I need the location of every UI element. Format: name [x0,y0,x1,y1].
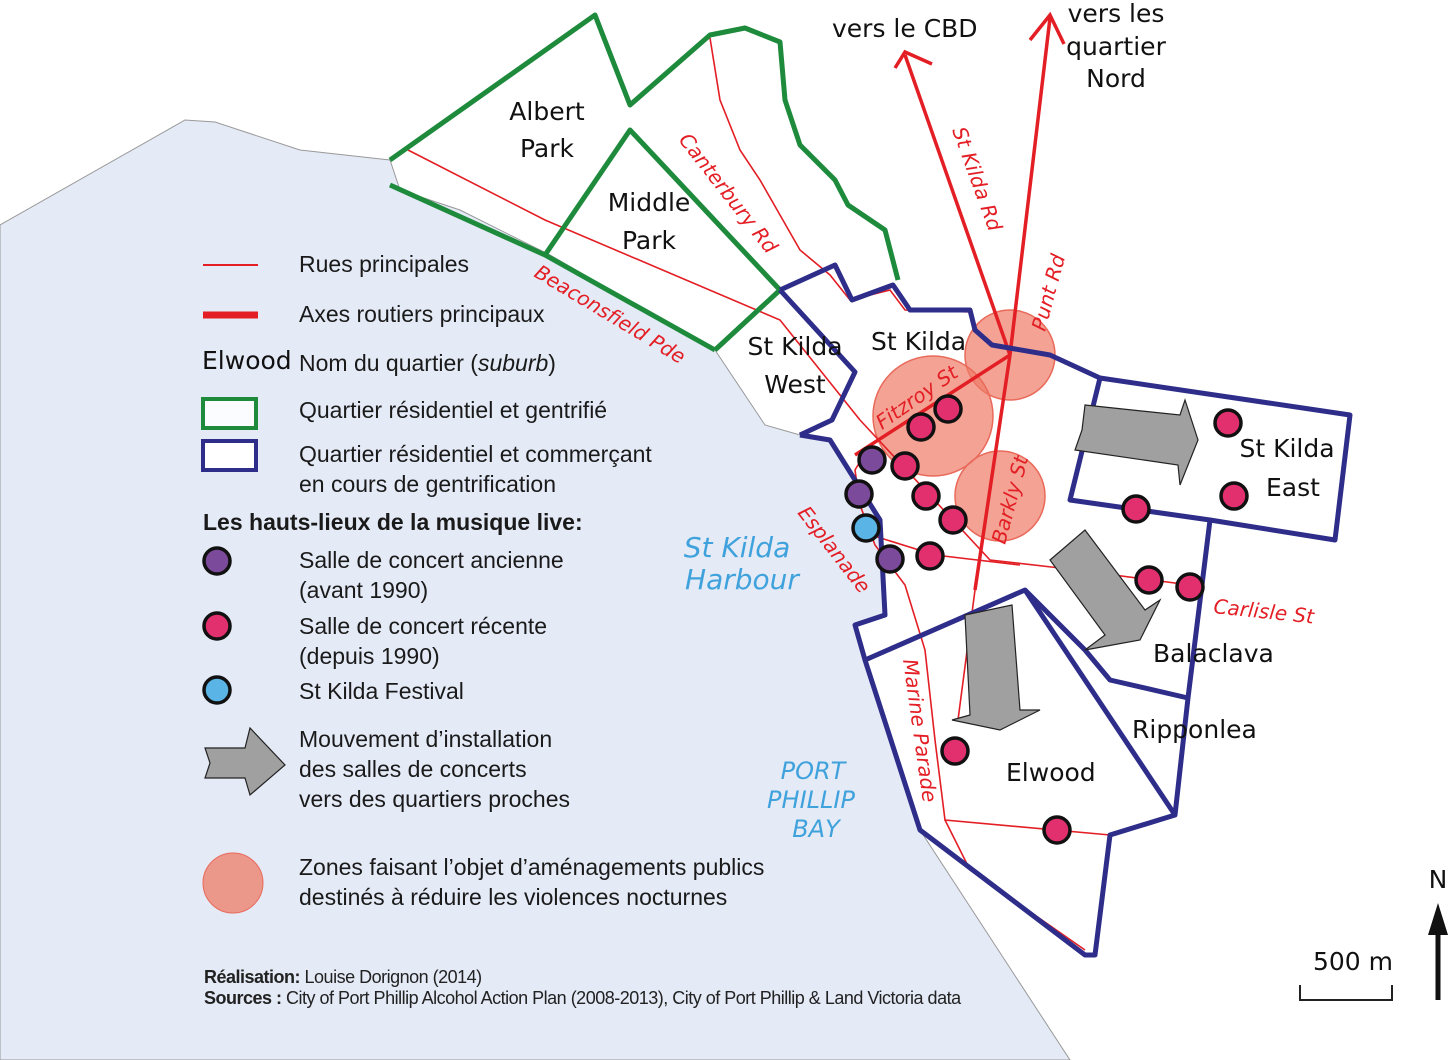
legend-old-swatch [202,546,232,576]
venue-recent [911,481,941,511]
port-phillip-bay [0,119,1071,1060]
legend-commercial-1: Quartier résidentiel et commerçant [299,441,652,467]
legend-festival-swatch [202,675,232,705]
legend-zone-1: Zones faisant l’objet d’aménagements pub… [299,854,764,880]
zone-barkly [954,450,1046,542]
road-carlisle: Carlisle St [1212,594,1316,629]
label-stkilda-west-2: West [764,370,826,399]
venue-recent [1219,481,1249,511]
legend-recent-1: Salle de concert récente [299,613,547,639]
legend-gentrified: Quartier résidentiel et gentrifié [299,397,607,423]
scale-label: 500 m [1313,947,1393,976]
venue-old [857,445,887,475]
road-stkilda-rd: St Kilda Rd [947,124,1007,235]
label-bay-2: PHILLIP [767,786,855,814]
road-punt: Punt Rd [1027,251,1071,333]
legend: Rues principales Axes routiers principau… [201,251,764,914]
label-ripponlea: Ripponlea [1132,715,1257,744]
legend-recent-2: (depuis 1990) [299,643,440,669]
main-road-axes [854,11,1066,591]
legend-axes: Axes routiers principaux [299,301,545,327]
direction-cbd: vers le CBD [832,14,978,43]
arrow-to-stkilda-east-icon [1074,398,1199,486]
label-bay-1: PORT [781,757,848,785]
legend-commercial-swatch [201,439,258,472]
direction-north-2: quartier [1066,32,1166,61]
legend-zone-swatch [202,852,264,914]
legend-recent-swatch [202,611,232,641]
label-elwood: Elwood [1006,758,1096,787]
label-middle-park-1: Middle [608,188,691,217]
label-stkilda: St Kilda [871,327,966,356]
legend-streets: Rues principales [299,251,469,277]
venue-old [875,544,905,574]
legend-zone-2: destinés à réduire les violences nocturn… [299,884,727,910]
direction-north-3: Nord [1086,64,1146,93]
credits-author: Réalisation: Louise Dorignon (2014) [204,967,482,987]
arrow-to-balaclava-icon [1049,529,1162,651]
movement-arrows [951,398,1199,731]
north-label: N [1429,865,1448,894]
legend-name: Nom du quartier (suburb) [299,350,556,376]
north-arrow-icon: N [1428,865,1448,1000]
arrow-to-elwood-icon [951,604,1041,731]
legend-old-1: Salle de concert ancienne [299,547,564,573]
scale-bar: 500 m [1299,947,1393,1001]
venue-recent [1134,565,1164,595]
venue-recent [890,451,920,481]
label-stkilda-east-1: St Kilda [1239,434,1334,463]
venue-recent [915,541,945,571]
credits-sources: Sources : City of Port Phillip Alcohol A… [204,988,962,1008]
venue-recent [940,736,970,766]
label-bay-3: BAY [792,815,842,843]
legend-move-1: Mouvement d’installation [299,726,552,752]
legend-old-2: (avant 1990) [299,577,428,603]
legend-name-example: Elwood [202,346,292,375]
legend-arrow-icon [204,726,286,797]
label-balaclava: Balaclava [1153,639,1274,668]
legend-commercial-2: en cours de gentrification [299,471,556,497]
label-stkilda-west-1: St Kilda [747,332,842,361]
legend-festival: St Kilda Festival [299,678,464,704]
legend-venues-title: Les hauts-lieux de la musique live: [203,509,583,535]
venue-recent [1175,572,1205,602]
venue-recent [1121,494,1151,524]
label-albert-park-1: Albert [509,97,585,126]
venue-recent [1042,815,1072,845]
gentrified-suburbs [388,12,901,353]
label-albert-park-2: Park [520,134,575,163]
venue-festival [851,513,881,543]
legend-move-2: des salles de concerts [299,756,527,782]
legend-gentrified-swatch [201,397,258,430]
direction-north-1: vers les [1068,0,1165,28]
label-harbour-1: St Kilda [684,531,791,564]
venue-recent [1213,408,1243,438]
label-stkilda-east-2: East [1266,473,1320,502]
venue-old [844,479,874,509]
venues [844,394,1249,845]
label-middle-park-2: Park [622,226,677,255]
venue-recent [938,505,968,535]
legend-move-3: vers des quartiers proches [299,786,570,812]
label-harbour-2: Harbour [685,563,800,596]
venue-recent [906,412,936,442]
venue-recent [933,394,963,424]
